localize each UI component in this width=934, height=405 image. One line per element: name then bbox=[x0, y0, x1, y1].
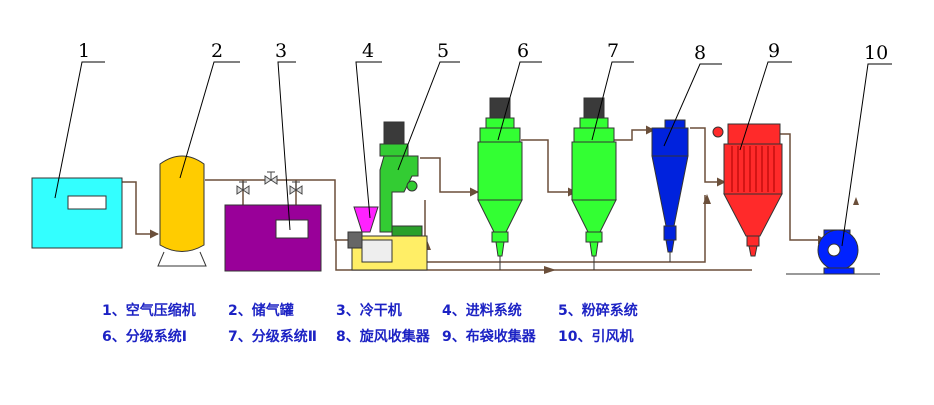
legend-item: 8、旋风收集器 bbox=[336, 329, 430, 345]
legend-item: 9、布袋收集器 bbox=[442, 329, 536, 345]
legend-item: 4、进料系统 bbox=[442, 303, 522, 319]
callout-numbers: 1 2 3 4 5 6 7 8 9 10 bbox=[78, 40, 888, 64]
bag-filter-collector bbox=[712, 123, 783, 257]
callout-2: 2 bbox=[211, 40, 223, 62]
grinding-system bbox=[379, 121, 423, 237]
cyclone-collector bbox=[651, 119, 689, 262]
callout-1: 1 bbox=[78, 40, 90, 62]
callout-8: 8 bbox=[694, 42, 706, 64]
classifier-1 bbox=[477, 97, 523, 270]
legend-row-2: 6、分级系统Ⅰ 7、分级系统Ⅱ 8、旋风收集器 9、布袋收集器 10、引风机 bbox=[102, 323, 742, 349]
equipment-legend: 1、空气压缩机 2、储气罐 3、冷干机 4、进料系统 5、粉碎系统 6、分级系统… bbox=[102, 297, 742, 349]
callout-leaders bbox=[54, 61, 892, 247]
legend-item: 7、分级系统Ⅱ bbox=[228, 329, 317, 345]
callout-5: 5 bbox=[437, 40, 449, 62]
callout-3: 3 bbox=[275, 40, 287, 62]
legend-item: 10、引风机 bbox=[558, 329, 634, 345]
air-storage-tank bbox=[157, 155, 207, 267]
legend-item: 6、分级系统Ⅰ bbox=[102, 329, 187, 345]
legend-item: 2、储气罐 bbox=[228, 303, 294, 319]
legend-item: 3、冷干机 bbox=[336, 303, 402, 319]
legend-item: 5、粉碎系统 bbox=[558, 303, 638, 319]
classifier-2 bbox=[571, 97, 617, 270]
callout-4: 4 bbox=[362, 40, 374, 62]
legend-item: 1、空气压缩机 bbox=[102, 303, 196, 319]
legend-row-1: 1、空气压缩机 2、储气罐 3、冷干机 4、进料系统 5、粉碎系统 bbox=[102, 297, 742, 323]
valves bbox=[236, 171, 303, 195]
callout-7: 7 bbox=[607, 40, 619, 62]
induced-draft-fan bbox=[786, 229, 880, 275]
callout-9: 9 bbox=[768, 40, 780, 62]
callout-6: 6 bbox=[517, 40, 529, 62]
feeding-system bbox=[347, 206, 428, 271]
refrigerated-dryer bbox=[224, 204, 322, 272]
callout-10: 10 bbox=[864, 42, 888, 64]
air-compressor bbox=[31, 177, 123, 249]
